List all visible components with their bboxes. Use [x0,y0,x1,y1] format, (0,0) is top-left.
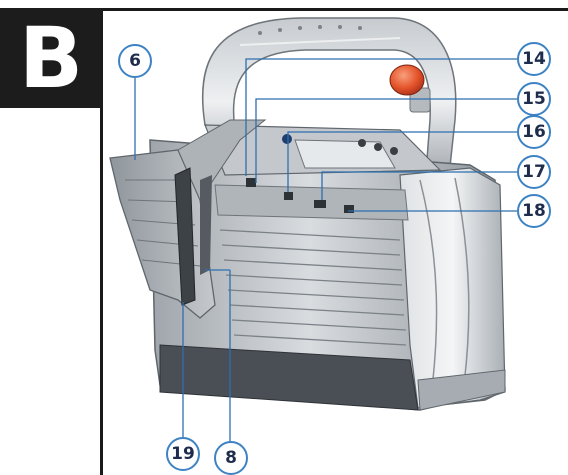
release-button-icon [389,64,425,96]
callout-19: 19 [166,437,200,471]
panel-border [100,8,568,475]
callout-18: 18 [517,194,551,228]
leader-line-14 [245,58,517,176]
callout-17: 17 [517,155,551,189]
callout-16: 16 [517,115,551,149]
leader-line-15 [255,98,517,183]
side-door [109,119,267,319]
callout-6: 6 [118,44,152,78]
leader-line-17 [321,171,517,200]
callout-15: 15 [517,82,551,116]
device-body [149,124,506,411]
leader-lines [134,58,517,445]
callout-8: 8 [214,441,248,475]
callout-14: 14 [517,42,551,76]
section-label-badge: B [0,8,102,108]
leader-line-16 [287,131,517,192]
